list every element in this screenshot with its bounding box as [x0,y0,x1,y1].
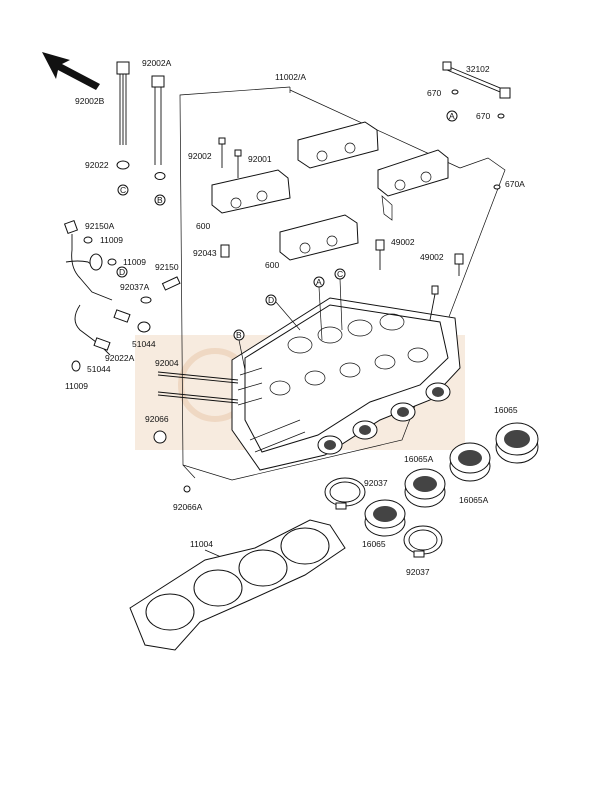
clamp-92037-top [324,477,366,510]
label-oring-670-bottom: 670 [476,111,490,121]
camshaft-cap-4 [377,149,449,221]
holder-16065a-b [449,442,491,482]
label-plug-49002-b: 49002 [420,252,444,262]
camshaft-cap-1 [211,169,291,214]
label-marker-b-head: B [236,330,242,340]
label-washer-11009-a: 11009 [100,235,123,245]
label-washer: 92022 [85,160,109,170]
bolt-92002 [218,137,226,168]
label-clamp-92037a: 92037A [120,282,150,292]
bolt-92002b [116,61,130,145]
label-oring-670-top: 670 [427,88,441,98]
leader-lines [182,278,343,561]
label-marker-d-head: D [268,295,274,305]
label-ring-b: B [157,195,163,205]
label-marker-a-top: A [449,111,455,121]
camshaft-cap-2 [297,121,379,169]
label-banjo-92150a: 92150A [85,221,115,231]
label-gasket-11004: 11004 [190,539,213,549]
label-pin-600-b: 600 [265,260,279,270]
label-marker-c-head: C [337,269,343,279]
label-plug-92066a: 92066A [173,502,203,512]
label-clamp-92037-top: 92037 [364,478,388,488]
label-bolt-92002: 92002 [188,151,212,161]
label-marker-a-head: A [316,277,322,287]
dowel-92043 [220,244,230,258]
bolt-92002a [151,75,165,165]
ring-markers [117,184,166,206]
label-shaft-32102: 32102 [466,64,490,74]
label-plug-49002-a: 49002 [391,237,415,247]
label-holder-16065-mid: 16065 [362,539,386,549]
shaft-32102 [442,61,511,190]
label-holder-16065-top: 16065 [494,405,518,415]
label-ring-c: C [120,185,126,195]
label-pipe-51044-b: 51044 [87,364,111,374]
clamp-92037-bottom [403,525,443,558]
plug-49002 [375,239,464,321]
label-oring-670a: 670A [505,179,525,189]
holder-16065-mid [364,499,406,537]
bolt-92001 [234,149,242,178]
stud-92004 [157,329,245,404]
label-clamp-92037-bottom: 92037 [406,567,430,577]
front-arrow-icon [42,52,100,90]
label-washer-11009-c: 11009 [65,381,88,391]
holder-16065a-a [404,468,446,508]
label-marker-d-left: D [119,267,125,277]
label-pipe-51044-a: 51044 [132,339,156,349]
camshaft-cap-3 [279,214,359,261]
label-washer-11009-b: 11009 [123,257,146,267]
plug-92066 [153,430,191,493]
label-bolt-92150: 92150 [155,262,179,272]
label-plug-92066: 92066 [145,414,169,424]
oil-pipe-assembly [63,219,181,372]
label-head-assy: 11002/A [275,72,306,82]
part-labels: 11002/A 92002A 92002B 92022 C B 92002 92… [65,58,525,577]
label-holder-16065a-b: 16065A [459,495,489,505]
cylinder-head [231,297,461,471]
holder-16065-top [495,422,539,464]
label-washer-92022a: 92022A [105,353,135,363]
label-bolt-a: 92002A [142,58,172,68]
label-bolt-92001: 92001 [248,154,272,164]
head-gasket-11004 [129,519,346,651]
washer-92022 [116,160,166,180]
label-dowel: 92043 [193,248,217,258]
label-stud-92004: 92004 [155,358,179,368]
label-holder-16065a-a: 16065A [404,454,434,464]
head-markers [265,268,346,306]
label-pin-600-a: 600 [196,221,210,231]
label-bolt-b: 92002B [75,96,105,106]
